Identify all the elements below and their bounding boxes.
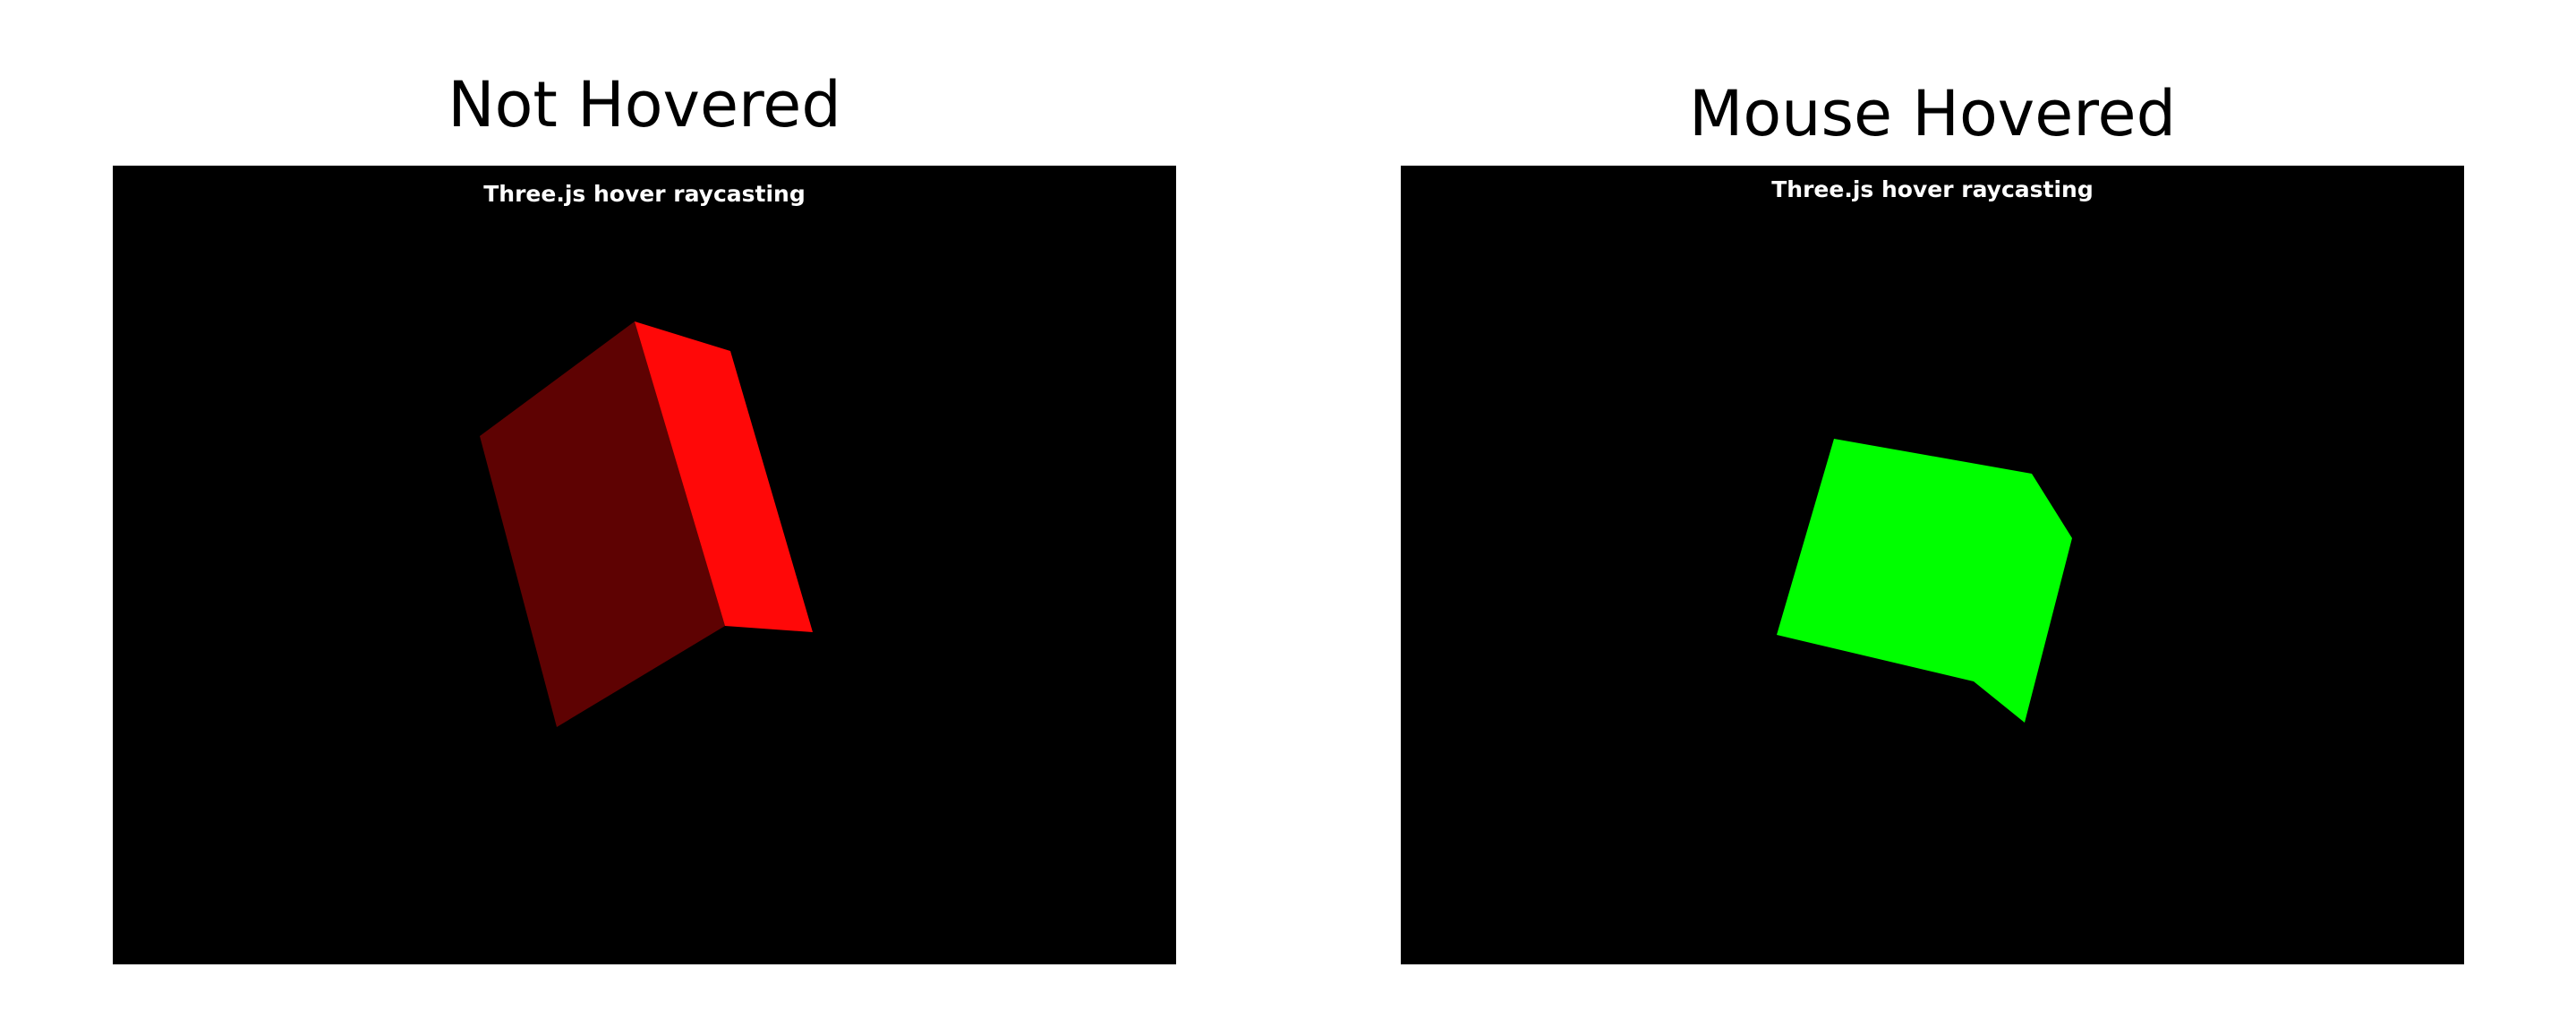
- viewport-caption: Three.js hover raycasting: [1771, 176, 2094, 202]
- cube-not-hovered[interactable]: [480, 321, 813, 727]
- cube-face-main[interactable]: [1777, 439, 2072, 723]
- cube-face-bright[interactable]: [635, 321, 813, 632]
- cube-face-dark[interactable]: [480, 321, 725, 727]
- mouse-hovered-title: Mouse Hovered: [1688, 77, 2177, 150]
- render-viewport-not-hovered[interactable]: Three.js hover raycasting: [113, 166, 1176, 964]
- cube-scene[interactable]: [1401, 166, 2464, 964]
- not-hovered-title: Not Hovered: [448, 68, 841, 141]
- cube-scene[interactable]: [113, 166, 1176, 964]
- render-viewport-mouse-hovered[interactable]: Three.js hover raycasting: [1401, 166, 2464, 964]
- cube-hovered[interactable]: [1777, 439, 2072, 723]
- viewport-caption: Three.js hover raycasting: [483, 181, 806, 207]
